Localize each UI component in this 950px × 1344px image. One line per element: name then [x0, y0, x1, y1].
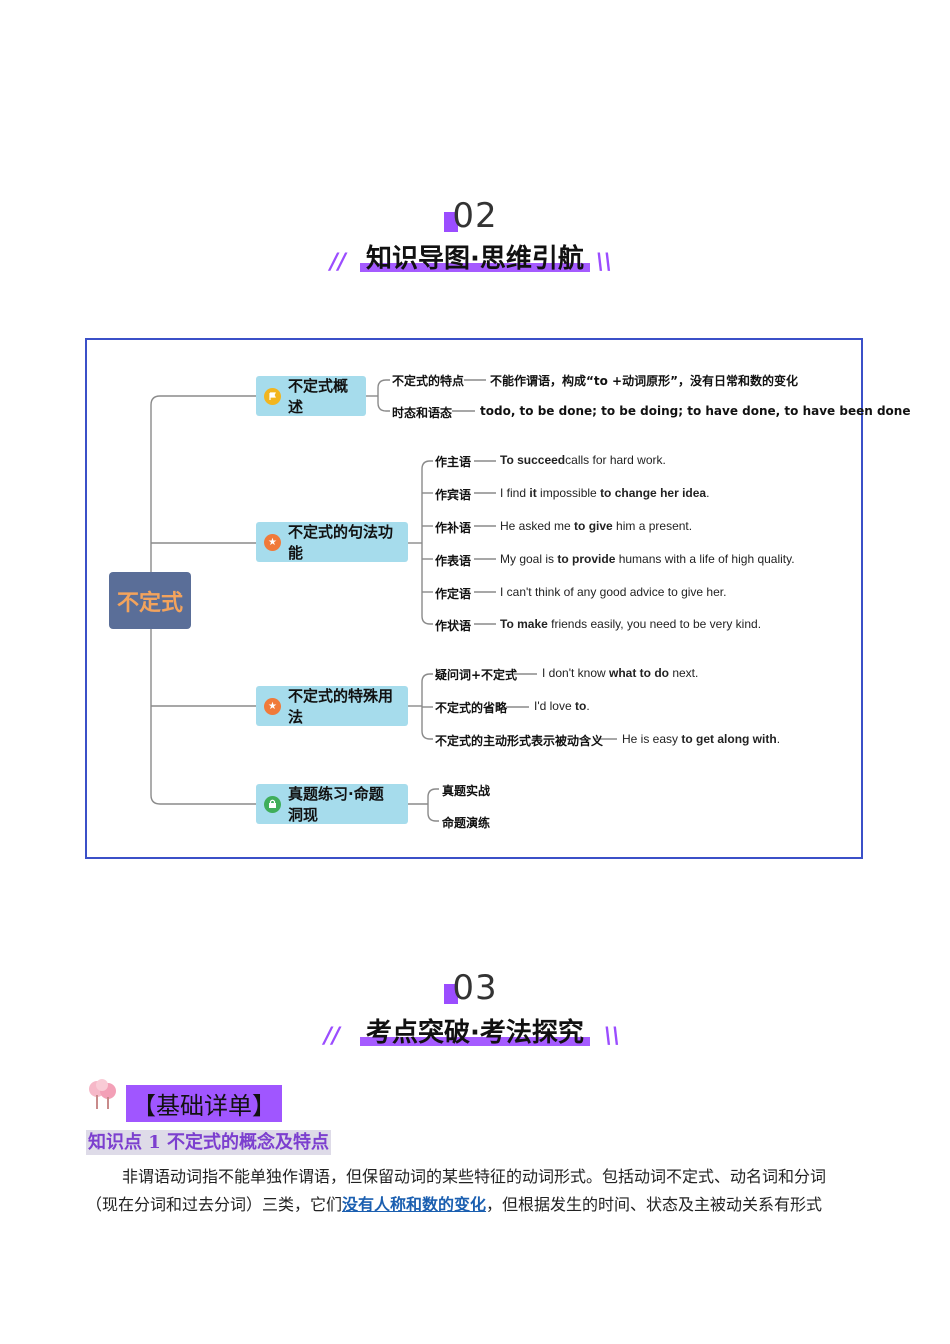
- leaf-tense-voice-label: 时态和语态: [392, 406, 453, 420]
- leaf-features-label: 不定式的特点: [392, 374, 465, 388]
- section-number: 03: [452, 968, 498, 1008]
- flower-tree-icon: [89, 1079, 116, 1109]
- leaf-predicative-label: 作表语: [435, 554, 472, 568]
- section-number-accent: [444, 212, 458, 232]
- leaf-attributive-label: 作定语: [435, 587, 472, 601]
- title-slash-right: \\: [604, 1024, 621, 1049]
- branch-overview: 不定式概述: [256, 376, 366, 416]
- leaf-attributive-example: I can't think of any good advice to give…: [500, 585, 727, 599]
- title-slash-left: //: [324, 1024, 341, 1049]
- leaf-adverbial-label: 作状语: [435, 619, 472, 633]
- leaf-adverbial-example: To make friends easily, you need to be v…: [500, 617, 762, 631]
- leaf-object-label: 作宾语: [435, 488, 472, 502]
- branch-syntax-functions: ★ 不定式的句法功能: [256, 522, 408, 562]
- leaf-active-passive-example: He is easy to get along with.: [622, 732, 781, 746]
- leaf-wh-infinitive-example: I don't know what to do next.: [542, 666, 699, 680]
- leaf-predicative-example: My goal is to provide humans with a life…: [500, 552, 795, 566]
- leaf-features-text: 不能作谓语，构成“to +动词原形”，没有日常和数的变化: [490, 374, 798, 388]
- basics-tag: 【基础详单】: [126, 1085, 282, 1122]
- section-number: 02: [452, 196, 498, 236]
- branch-special-usage: ★ 不定式的特殊用法: [256, 686, 408, 726]
- star-icon: ★: [264, 697, 281, 715]
- section-title-wrap: 考点突破·考法探究: [0, 1012, 950, 1049]
- leaf-ellipsis-label: 不定式的省略: [435, 701, 508, 715]
- leaf-complement-example: He asked me to give him a present.: [500, 519, 693, 533]
- section-title: 知识导图·思维引航: [360, 238, 590, 275]
- intro-paragraph: 非谓语动词指不能单独作谓语，但保留动词的某些特征的动词形式。包括动词不定式、动名…: [86, 1167, 827, 1214]
- section-title-wrap: 知识导图·思维引航: [0, 238, 950, 275]
- lock-icon: [264, 795, 281, 813]
- leaf-wh-infinitive-label: 疑问词+不定式: [435, 668, 518, 682]
- section-title: 考点突破·考法探究: [360, 1012, 590, 1049]
- leaf-complement-label: 作补语: [435, 521, 472, 535]
- mindmap-root: 不定式: [109, 572, 191, 629]
- section-number-accent: [444, 984, 458, 1004]
- leaf-subject-label: 作主语: [435, 455, 472, 469]
- knowledge-point-heading: 知识点 1 不定式的概念及特点: [86, 1130, 332, 1155]
- leaf-mock-drill: 命题演练: [442, 816, 491, 830]
- star-icon: ★: [264, 533, 281, 551]
- highlight-link[interactable]: 没有人称和数的变化: [342, 1195, 487, 1214]
- leaf-ellipsis-example: I'd love to.: [534, 699, 590, 713]
- title-slash-right: \\: [596, 250, 613, 275]
- mindmap-frame: [85, 338, 863, 859]
- leaf-object-example: I find it impossible to change her idea.: [500, 486, 710, 500]
- flag-icon: [264, 387, 281, 405]
- leaf-tense-voice-text: todo, to be done; to be doing; to have d…: [480, 404, 911, 418]
- title-slash-left: //: [330, 250, 347, 275]
- leaf-real-exam: 真题实战: [442, 784, 491, 798]
- branch-exam-practice: 真题练习·命题洞现: [256, 784, 408, 824]
- leaf-subject-example: To succeedcalls for hard work.: [500, 453, 666, 467]
- leaf-active-passive-label: 不定式的主动形式表示被动含义: [435, 734, 604, 748]
